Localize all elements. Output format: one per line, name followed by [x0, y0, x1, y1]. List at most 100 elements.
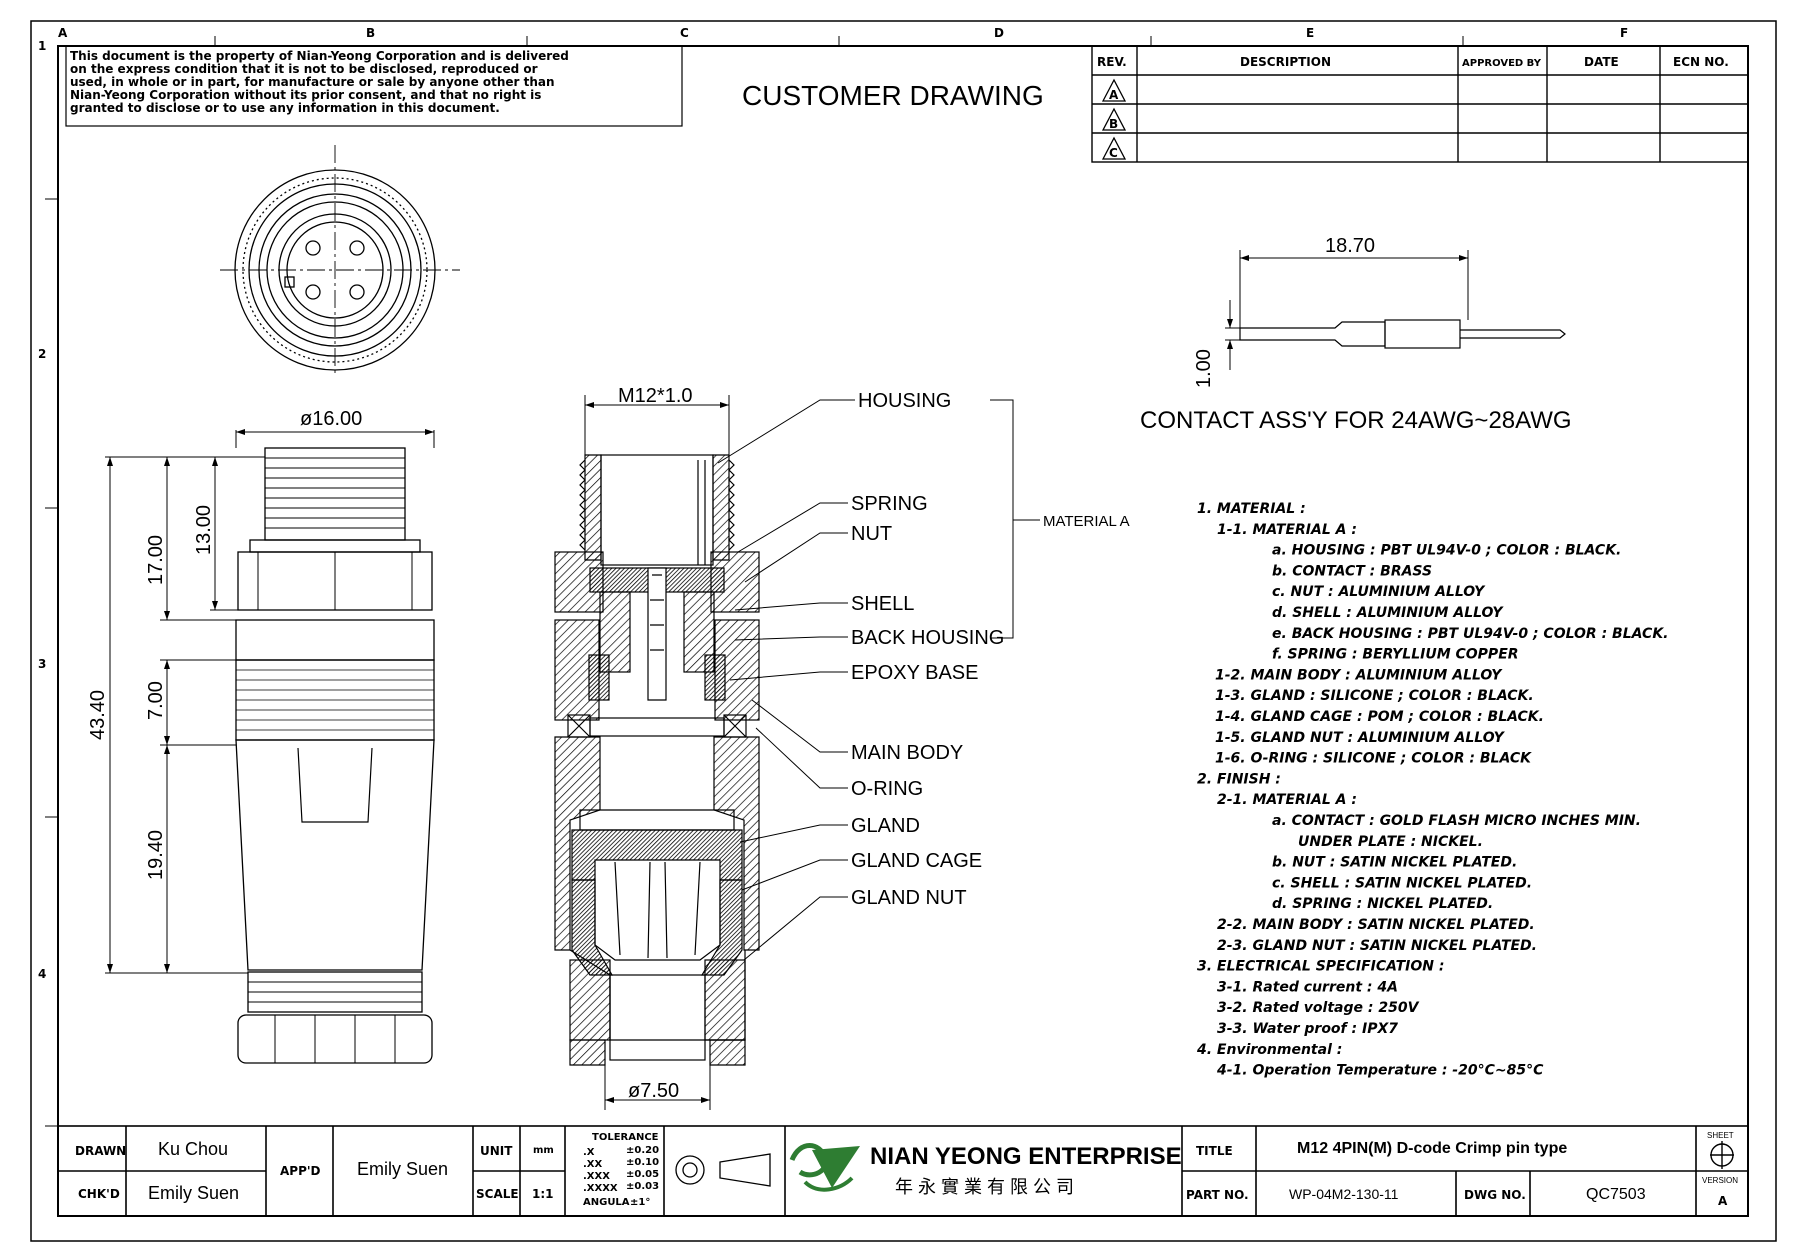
section-dimensions: [584, 395, 730, 1110]
spec-line: 2-2. MAIN BODY : SATIN NICKEL PLATED.: [1217, 917, 1535, 933]
grid-row-3: 3: [38, 657, 46, 671]
spec-line: 1-4. GLAND CAGE : POM ; COLOR : BLACK.: [1215, 709, 1544, 725]
section-view: [554, 454, 760, 1066]
title-block: [57, 1125, 1749, 1217]
label-epoxy-base: EPOXY BASE: [851, 662, 978, 684]
company-name: NIAN YEONG ENTERPRISE: [870, 1143, 1182, 1170]
disclaimer-line: This document is the property of Nian-Ye…: [70, 49, 569, 63]
scale-value: 1:1: [532, 1187, 554, 1201]
label-nut: NUT: [851, 523, 892, 545]
tol-key: ANGULA: [583, 1197, 630, 1208]
spec-line: 4-1. Operation Temperature : -20°C~85°C: [1216, 1063, 1544, 1079]
grid-col-e: E: [1306, 26, 1314, 40]
disclaimer: This document is the property of Nian-Ye…: [70, 49, 569, 115]
rev-b: B: [1109, 117, 1118, 131]
tol-key: .XXX: [583, 1171, 610, 1182]
spec-line: a. CONTACT : GOLD FLASH MICRO INCHES MIN…: [1272, 813, 1641, 829]
dim-contact-len: 18.70: [1325, 235, 1375, 257]
dim-contact-dia: 1.00: [1193, 349, 1215, 388]
grid-row-4: 4: [38, 967, 46, 981]
disclaimer-line: used, in whole or in part, for manufactu…: [70, 75, 555, 89]
spec-line: 1-5. GLAND NUT : ALUMINIUM ALLOY: [1215, 730, 1506, 746]
spec-line: 1-6. O-RING : SILICONE ; COLOR : BLACK: [1215, 751, 1532, 767]
unit-label: UNIT: [480, 1144, 513, 1158]
spec-line: 3-3. Water proof : IPX7: [1217, 1021, 1398, 1037]
rev-a: A: [1109, 88, 1119, 102]
approved-by-header: APPROVED BY: [1462, 58, 1542, 69]
spec-line: e. BACK HOUSING : PBT UL94V-0 ; COLOR : …: [1272, 626, 1669, 642]
spec-line: d. SHELL : ALUMINIUM ALLOY: [1272, 605, 1504, 621]
label-gland-nut: GLAND NUT: [851, 887, 967, 909]
spec-line: d. SPRING : NICKEL PLATED.: [1272, 896, 1493, 912]
revision-table: [1091, 45, 1749, 163]
grid-col-f: F: [1620, 26, 1628, 40]
dwg-value: QC7503: [1586, 1186, 1646, 1203]
sheet-icon: [1710, 1141, 1734, 1169]
spec-line: b. NUT : SATIN NICKEL PLATED.: [1272, 855, 1517, 871]
sheet-label: SHEET: [1707, 1131, 1734, 1140]
end-view: [220, 145, 460, 375]
outer-frame: [30, 20, 1777, 1242]
drawn-label: DRAWN: [75, 1144, 126, 1158]
dim-13: 13.00: [193, 505, 215, 555]
dim-17: 17.00: [145, 535, 167, 585]
tol-key: .X: [583, 1147, 595, 1158]
title-label: TITLE: [1196, 1144, 1233, 1158]
spec-line: 1-1. MATERIAL A :: [1217, 522, 1357, 538]
grid-row-1: 1: [38, 39, 46, 53]
contact-title: CONTACT ASS'Y FOR 24AWG~28AWG: [1140, 407, 1572, 434]
rev-triangles: [1101, 78, 1127, 160]
chkd-label: CHK'D: [78, 1187, 120, 1201]
spec-line: c. SHELL : SATIN NICKEL PLATED.: [1272, 875, 1532, 891]
label-o-ring: O-RING: [851, 778, 923, 800]
company-logo-icon: [789, 1143, 860, 1192]
spec-line: 2. FINISH :: [1197, 771, 1281, 787]
description-header: DESCRIPTION: [1240, 55, 1331, 69]
spec-line: a. HOUSING : PBT UL94V-0 ; COLOR : BLACK…: [1272, 543, 1621, 559]
label-main-body: MAIN BODY: [851, 742, 963, 764]
spec-line: 4. Environmental :: [1196, 1042, 1342, 1058]
date-header: DATE: [1584, 55, 1619, 69]
disclaimer-line: granted to disclose or to use any inform…: [70, 101, 500, 115]
label-spring: SPRING: [851, 493, 928, 515]
unit-value: mm: [533, 1145, 554, 1156]
part-value: WP-04M2-130-11: [1289, 1186, 1399, 1202]
grid-col-a: A: [58, 26, 68, 40]
dim-7: 7.00: [145, 681, 167, 720]
title-value: M12 4PIN(M) D-code Crimp pin type: [1297, 1140, 1567, 1157]
label-housing: HOUSING: [858, 390, 951, 412]
disclaimer-line: on the express condition that it is not …: [70, 62, 538, 76]
tol-key: .XXXX: [583, 1183, 618, 1194]
tol-value: ±0.05: [626, 1169, 659, 1180]
spec-line: 1-2. MAIN BODY : ALUMINIUM ALLOY: [1215, 667, 1503, 683]
dim-dia16: ø16.00: [300, 408, 362, 430]
spec-list: 1. MATERIAL :1-1. MATERIAL A :a. HOUSING…: [1196, 501, 1669, 1079]
grid-col-d: D: [994, 26, 1004, 40]
label-shell: SHELL: [851, 593, 914, 615]
rev-c: C: [1109, 146, 1118, 160]
company-name-cn: 年 永 實 業 有 限 公 司: [895, 1177, 1074, 1197]
disclaimer-box: [65, 45, 683, 127]
ecn-header: ECN NO.: [1673, 55, 1729, 69]
tol-key: .XX: [583, 1159, 603, 1170]
drawing-title: CUSTOMER DRAWING: [742, 80, 1044, 111]
spec-line: f. SPRING : BERYLLIUM COPPER: [1272, 647, 1519, 663]
tol-value: ±0.20: [626, 1145, 659, 1156]
appd-label: APP'D: [280, 1164, 321, 1178]
tolerance-label: TOLERANCE: [592, 1132, 659, 1143]
tol-value: ±1°: [630, 1197, 650, 1208]
side-view-dimensions: [105, 429, 435, 974]
spec-line: c. NUT : ALUMINIUM ALLOY: [1272, 584, 1486, 600]
grid-col-c: C: [680, 26, 689, 40]
tol-value: ±0.10: [626, 1157, 659, 1168]
chkd-value: Emily Suen: [148, 1183, 239, 1203]
part-label: PART NO.: [1186, 1188, 1249, 1202]
spec-line: 3-2. Rated voltage : 250V: [1217, 1000, 1420, 1016]
side-view: [235, 447, 435, 1064]
version-label: VERSION: [1702, 1176, 1738, 1185]
dim-43-40: 43.40: [87, 690, 109, 740]
spec-line: 1-3. GLAND : SILICONE ; COLOR : BLACK.: [1215, 688, 1534, 704]
spec-line: 3-1. Rated current : 4A: [1217, 979, 1398, 995]
appd-value: Emily Suen: [357, 1159, 448, 1179]
